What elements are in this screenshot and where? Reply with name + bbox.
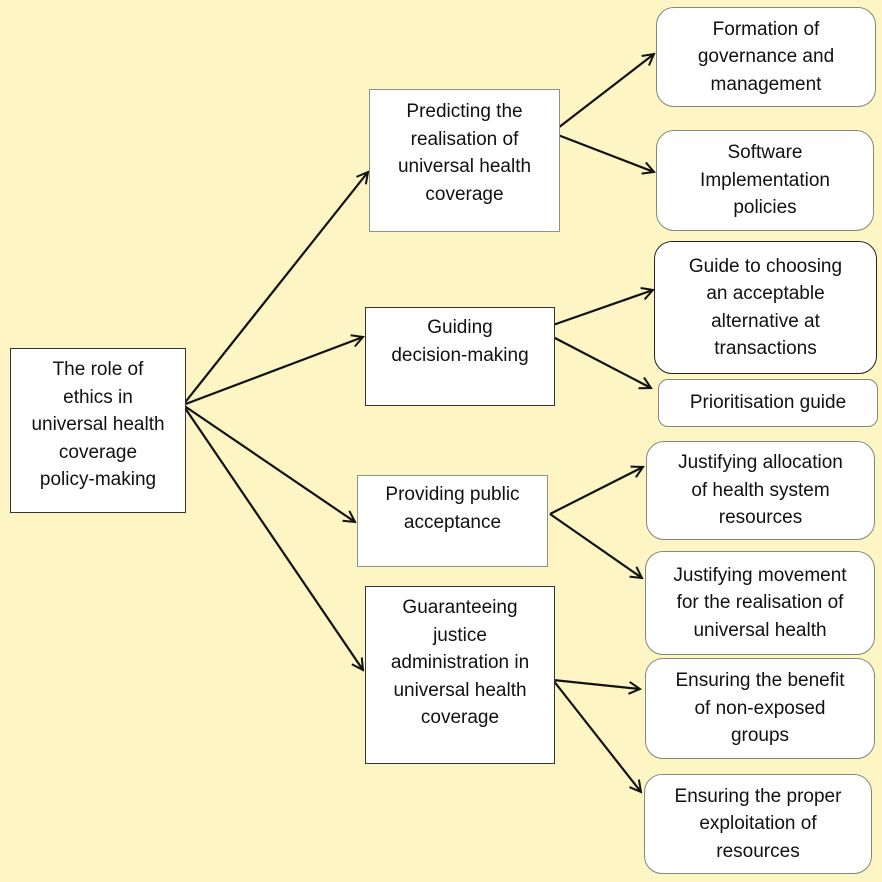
leaf-label: Guide to choosing an acceptable alternat…	[688, 255, 843, 360]
leaf-label: Formation of governance and management	[697, 18, 835, 95]
leaf-node-non-exposed-groups: Ensuring the benefit of non-exposed grou…	[645, 658, 875, 759]
leaf-node-governance: Formation of governance and management	[656, 7, 876, 107]
branch-node-predicting: Predicting the realisation of universal …	[369, 89, 560, 232]
arrow-guiding-to-prioritisation	[552, 336, 651, 388]
root-node-label: The role of ethics in universal health c…	[31, 359, 165, 490]
arrow-justice-to-benefit	[552, 678, 640, 689]
arrow-predicting-to-governance	[557, 54, 654, 129]
arrow-public-to-movement	[549, 513, 642, 578]
arrow-public-to-allocation	[549, 467, 643, 515]
branch-label: Predicting the realisation of universal …	[397, 101, 532, 205]
root-node: The role of ethics in universal health c…	[10, 348, 186, 513]
leaf-label: Ensuring the benefit of non-exposed grou…	[675, 670, 845, 747]
leaf-label: Ensuring the proper exploitation of reso…	[674, 785, 842, 862]
arrow-root-to-justice	[182, 404, 363, 670]
arrow-guiding-to-choosing	[552, 290, 653, 327]
branch-label: Providing public acceptance	[385, 484, 520, 533]
leaf-node-justifying-movement: Justifying movement for the realisation …	[645, 551, 875, 655]
branch-label: Guaranteeing justice administration in u…	[390, 597, 530, 728]
branch-node-public-acceptance: Providing public acceptance	[357, 475, 548, 567]
branch-label: Guiding decision-making	[391, 317, 529, 366]
leaf-label: Justifying allocation of health system r…	[678, 452, 843, 529]
leaf-node-exploitation-resources: Ensuring the proper exploitation of reso…	[644, 774, 872, 874]
arrow-predicting-to-software	[557, 133, 654, 172]
leaf-label: Software Implementation policies	[700, 142, 830, 219]
arrow-root-to-public	[182, 404, 355, 522]
leaf-node-prioritisation: Prioritisation guide	[658, 379, 878, 427]
leaf-label: Prioritisation guide	[689, 392, 847, 414]
arrow-root-to-guiding	[182, 337, 363, 407]
branch-node-guiding: Guiding decision-making	[365, 307, 555, 406]
arrow-justice-to-exploitation	[552, 679, 641, 792]
leaf-node-software-policies: Software Implementation policies	[656, 130, 874, 231]
leaf-label: Justifying movement for the realisation …	[673, 564, 847, 641]
branch-node-justice: Guaranteeing justice administration in u…	[365, 586, 555, 764]
leaf-node-justifying-allocation: Justifying allocation of health system r…	[646, 441, 875, 540]
arrow-root-to-predicting	[182, 172, 368, 406]
leaf-node-choosing-alternative: Guide to choosing an acceptable alternat…	[654, 241, 877, 374]
